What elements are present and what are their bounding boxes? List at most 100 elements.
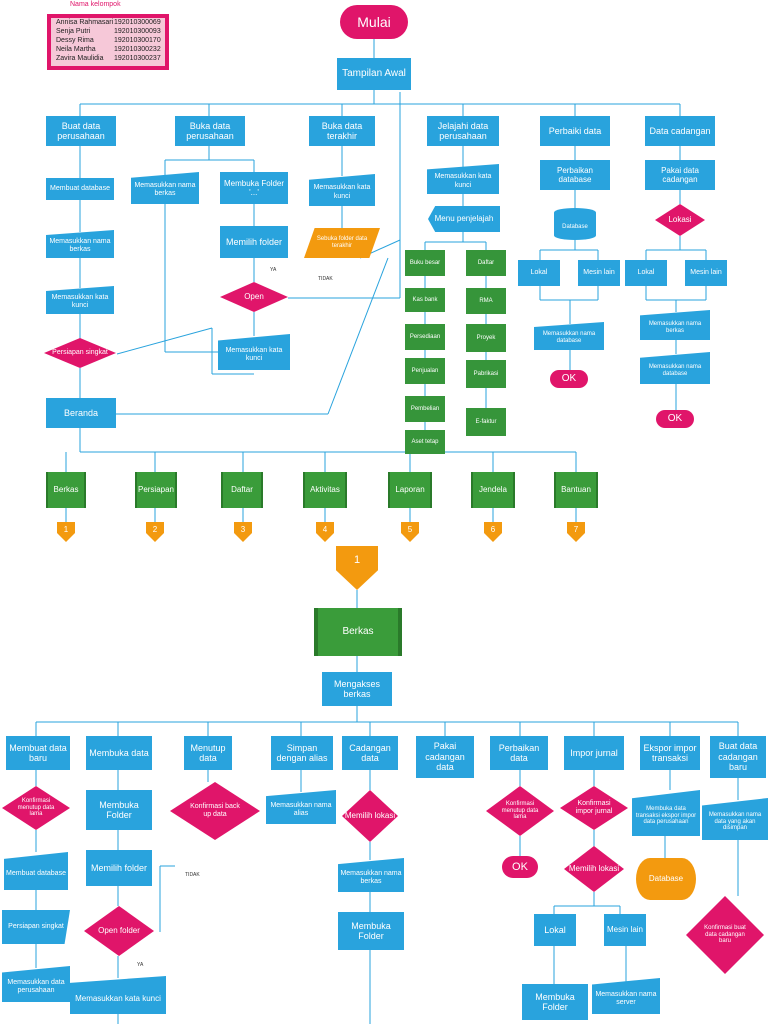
b-cadangan-data: Cadangan data: [342, 736, 398, 770]
connector-3: 3: [234, 522, 252, 542]
connector-1: 1: [57, 522, 75, 542]
jelajah-pabrikasi: Pabrikasi: [466, 360, 506, 388]
open-decision: Open: [220, 282, 288, 312]
connector-4: 4: [316, 522, 334, 542]
mengakses-berkas: Mengakses berkas: [322, 672, 392, 706]
b-memilih-folder: Memilih folder: [86, 850, 152, 886]
b-nama-alias: Memasukkan nama alias: [266, 790, 336, 824]
buka-nama-berkas: Memasukkan nama berkas: [131, 172, 199, 204]
b-membuka-folder: Membuka Folder: [86, 790, 152, 830]
buka-kata-kunci: Memasukkan kata kunci: [218, 334, 290, 370]
b-persiapan-singkat: Persiapan singkat: [2, 910, 70, 944]
b-membuka-folder-2: Membuka Folder: [338, 912, 404, 950]
menu-buka-data: Buka data perusahaan: [175, 116, 245, 146]
membuka-folder-label: Membuka Folder: [223, 178, 285, 188]
perbaikan-database: Perbaikan database: [540, 160, 610, 190]
b-nama-cadangan: Memasukkan nama data yang akan disimpan: [702, 798, 768, 840]
perbaiki-nama-database: Memasukkan nama database: [534, 322, 604, 350]
pakai-data-cadangan: Pakai data cadangan: [645, 160, 715, 190]
database-cylinder: [554, 208, 596, 240]
b-membuat-data-baru: Membuat data baru: [6, 736, 70, 770]
konfirmasi-backup-decision: Konfirmasi back up data: [170, 782, 260, 840]
membuka-folder: Membuka Folder '...': [220, 172, 288, 204]
jelajah-e-faktur: E-faktur: [466, 408, 506, 436]
ya-label: YA: [270, 267, 277, 273]
perbaiki-ok: OK: [550, 370, 588, 388]
b-ekspor-impor: Ekspor impor transaksi: [640, 736, 700, 770]
jelajah-kas-bank: Kas bank: [405, 288, 445, 312]
jelajah-proyek: Proyek: [466, 324, 506, 352]
jelajah-rma: RMA: [466, 288, 506, 314]
membuat-database: Membuat database: [46, 178, 114, 200]
b-tidak-label: TIDAK: [185, 872, 200, 878]
b-impor-jurnal: Impor jurnal: [564, 736, 624, 770]
b-database-label: Database: [648, 874, 684, 884]
b-lokal: Lokal: [534, 914, 576, 946]
b-membuat-database: Membuat database: [4, 852, 68, 890]
tab-daftar: Daftar: [221, 472, 263, 508]
b-buat-cadangan-baru: Buat data cadangan baru: [710, 736, 766, 778]
memasukkan-kata-kunci: Memasukkan kata kunci: [46, 286, 114, 314]
jelajah-kata-kunci: Memasukkan kata kunci: [427, 164, 499, 194]
b-nama-server: Memasukkan nama server: [592, 978, 660, 1014]
b-kata-kunci: Memasukkan kata kunci: [70, 976, 166, 1014]
terakhir-kata-kunci: Memasukkan kata kunci: [309, 174, 375, 206]
beranda: Beranda: [46, 398, 116, 428]
cadangan-nama-database: Memasukkan nama database: [640, 352, 710, 384]
konfirmasi-impor-decision: Konfirmasi impor jurnal: [560, 786, 628, 830]
perbaiki-lokal: Lokal: [518, 260, 560, 286]
connector-7: 7: [567, 522, 585, 542]
b-nama-berkas: Memasukkan nama berkas: [338, 858, 404, 892]
berkas-main: Berkas: [314, 608, 402, 656]
connector-6: 6: [484, 522, 502, 542]
menu-buka-terakhir: Buka data terakhir: [309, 116, 375, 146]
tampilan-awal: Tampilan Awal: [337, 58, 411, 90]
menu-perbaiki: Perbaiki data: [540, 116, 610, 146]
b-mesin-lain: Mesin lain: [604, 914, 646, 946]
persiapan-singkat-decision: Persiapan singkat: [44, 338, 116, 368]
lokasi-decision: Lokasi: [655, 204, 705, 236]
b-database-cylinder: [636, 858, 696, 900]
tidak-label: TIDAK: [318, 276, 333, 282]
jelajah-pembelian: Pembelian: [405, 396, 445, 422]
menu-penjelajah: Menu penjelajah: [428, 206, 500, 232]
connector-1-large: 1: [336, 546, 378, 590]
terakhir-folder: Sebuka folder data terakhir: [304, 228, 380, 258]
members-title: Nama kelompok: [70, 1, 121, 8]
konfirmasi-cadangan-decision: Konfirmasi buat data cadangan baru: [686, 896, 764, 974]
memasukkan-nama-berkas: Memasukkan nama berkas: [46, 230, 114, 258]
menu-cadangan: Data cadangan: [645, 116, 715, 146]
tab-laporan: Laporan: [388, 472, 432, 508]
konfirmasi-tutup-decision: Konfirmasi menutup data lama: [2, 786, 70, 830]
menu-jelajahi: Jelajahi data perusahaan: [427, 116, 499, 146]
b-membuka-data: Membuka data: [86, 736, 152, 770]
jelajah-buku-besar: Buku besar: [405, 250, 445, 276]
memilih-lokasi-2-decision: Memilih lokasi: [564, 846, 624, 892]
b-ekspor-desc: Membuka data transaksi ekspor impor data…: [632, 790, 700, 836]
perbaiki-mesin-lain: Mesin lain: [578, 260, 620, 286]
database-label: Database: [562, 223, 588, 230]
tab-bantuan: Bantuan: [554, 472, 598, 508]
jelajah-aset-tetap: Aset tetap: [405, 430, 445, 454]
cadangan-ok: OK: [656, 410, 694, 428]
tab-aktivitas: Aktivitas: [303, 472, 347, 508]
start-terminal: Mulai: [340, 5, 408, 39]
jelajah-persediaan: Persediaan: [405, 324, 445, 350]
b-perbaikan-data: Perbaikan data: [490, 736, 548, 770]
memilih-lokasi-decision: Memilih lokasi: [342, 790, 398, 842]
cadangan-mesin-lain: Mesin lain: [685, 260, 727, 286]
memilih-folder: Memilih folder: [220, 226, 288, 258]
connector-5: 5: [401, 522, 419, 542]
cadangan-lokal: Lokal: [625, 260, 667, 286]
connector-2: 2: [146, 522, 164, 542]
menu-buat-data: Buat data perusahaan: [46, 116, 116, 146]
membuka-folder-sub: '...': [249, 188, 259, 197]
jelajah-penjualan: Penjualan: [405, 358, 445, 384]
b-membuka-folder-3: Membuka Folder: [522, 984, 588, 1020]
